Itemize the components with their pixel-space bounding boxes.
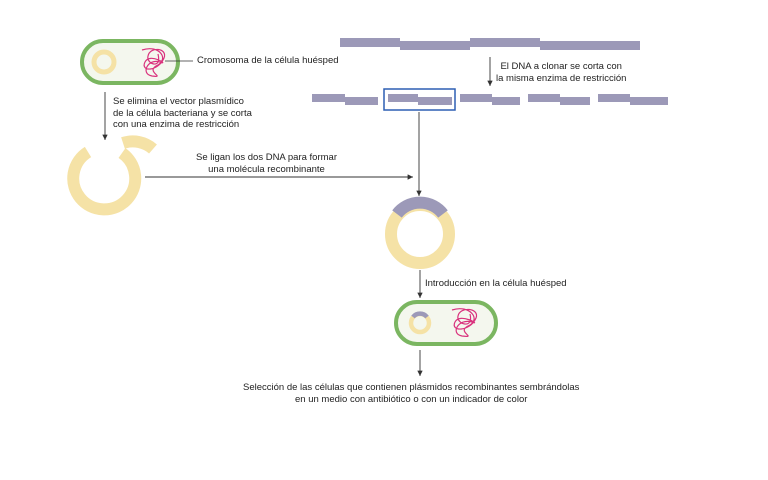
label-selection: Selección de las células que contienen p… <box>243 382 580 405</box>
cut-plasmid <box>67 135 157 216</box>
label-introduction: Introducción en la célula huésped <box>425 278 567 289</box>
plasmid-in-host <box>91 49 117 75</box>
recombinant-plasmid <box>385 196 455 269</box>
selected-fragment-box <box>383 88 456 111</box>
bacterial-chromosome-2 <box>451 308 478 337</box>
dna-to-clone <box>340 38 640 50</box>
dna-fragments <box>312 94 668 105</box>
bacterial-chromosome <box>141 48 166 77</box>
host-cell-bottom <box>394 300 498 346</box>
label-host-chromosome: Cromosoma de la célula huésped <box>197 55 339 66</box>
label-dna-cut: El DNA a clonar se corta con la misma en… <box>496 61 627 84</box>
label-vector-removed: Se elimina el vector plasmídico de la cé… <box>113 96 252 130</box>
label-ligation: Se ligan los dos DNA para formar una mol… <box>196 152 337 175</box>
host-cell-top <box>80 39 180 85</box>
